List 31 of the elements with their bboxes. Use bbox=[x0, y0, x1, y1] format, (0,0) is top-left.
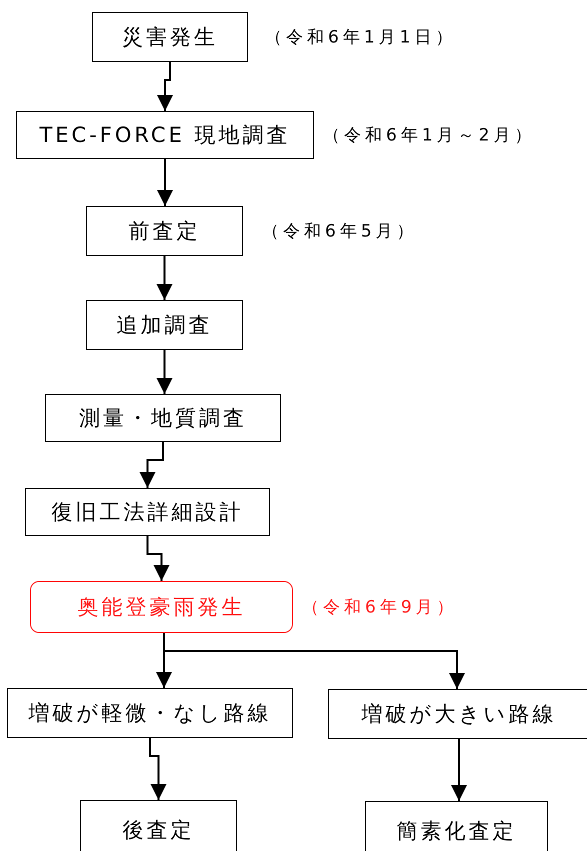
arrow bbox=[156, 350, 172, 394]
node-label: 災害発生 bbox=[122, 24, 218, 51]
date-label: （令和6年1月～2月） bbox=[323, 124, 536, 146]
node-label: 後査定 bbox=[122, 817, 194, 844]
node-label: 奥能登豪雨発生 bbox=[78, 594, 246, 621]
node-label: 簡素化査定 bbox=[396, 818, 516, 845]
arrow bbox=[149, 738, 166, 800]
date-label: （令和6年5月） bbox=[262, 220, 418, 242]
arrow bbox=[156, 256, 172, 300]
node-label: TEC-FORCE 現地調査 bbox=[39, 122, 291, 149]
process-box bbox=[80, 800, 237, 851]
arrow bbox=[140, 442, 164, 488]
arrow bbox=[451, 739, 467, 801]
process-box bbox=[86, 300, 243, 350]
process-box bbox=[7, 688, 293, 738]
date-label: （令和6年9月） bbox=[302, 596, 458, 618]
node-label: 測量・地質調査 bbox=[79, 405, 247, 432]
node-label: 増破が大きい路線 bbox=[362, 701, 556, 728]
arrow bbox=[157, 159, 173, 206]
process-box bbox=[25, 488, 270, 536]
arrow bbox=[163, 633, 465, 689]
node-label: 前査定 bbox=[128, 218, 200, 245]
date-label: （令和6年1月1日） bbox=[265, 26, 456, 48]
process-box bbox=[365, 801, 548, 851]
node-label: 追加調査 bbox=[116, 312, 212, 339]
node-label: 復旧工法詳細設計 bbox=[52, 499, 244, 526]
arrow bbox=[157, 62, 173, 111]
process-box bbox=[328, 689, 587, 739]
process-box bbox=[45, 394, 281, 442]
node-label: 増破が軽微・なし路線 bbox=[28, 700, 272, 727]
arrow bbox=[146, 536, 170, 581]
